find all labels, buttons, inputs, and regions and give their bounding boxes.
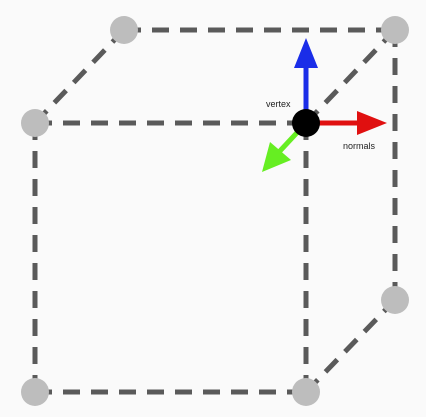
corner-back-top-left bbox=[110, 16, 138, 44]
vertex-point bbox=[292, 109, 320, 137]
corner-back-top-right bbox=[381, 16, 409, 44]
edge-bottom-right-diagonal bbox=[304, 298, 397, 394]
cube-edges bbox=[32, 27, 398, 395]
normal-diagonal-arrowhead bbox=[262, 142, 291, 172]
cube-corners bbox=[21, 16, 409, 406]
normals-label: normals bbox=[343, 141, 376, 151]
corner-front-bottom-right bbox=[292, 378, 320, 406]
corner-front-bottom-left bbox=[21, 378, 49, 406]
corner-front-top-left bbox=[21, 109, 49, 137]
normal-right-arrowhead bbox=[357, 111, 387, 135]
edge-top-right-diagonal bbox=[304, 28, 397, 125]
vertex-label: vertex bbox=[266, 99, 291, 109]
edge-top-left-diagonal bbox=[33, 28, 126, 125]
normal-up-arrowhead bbox=[294, 38, 318, 68]
corner-back-bottom-right bbox=[381, 286, 409, 314]
